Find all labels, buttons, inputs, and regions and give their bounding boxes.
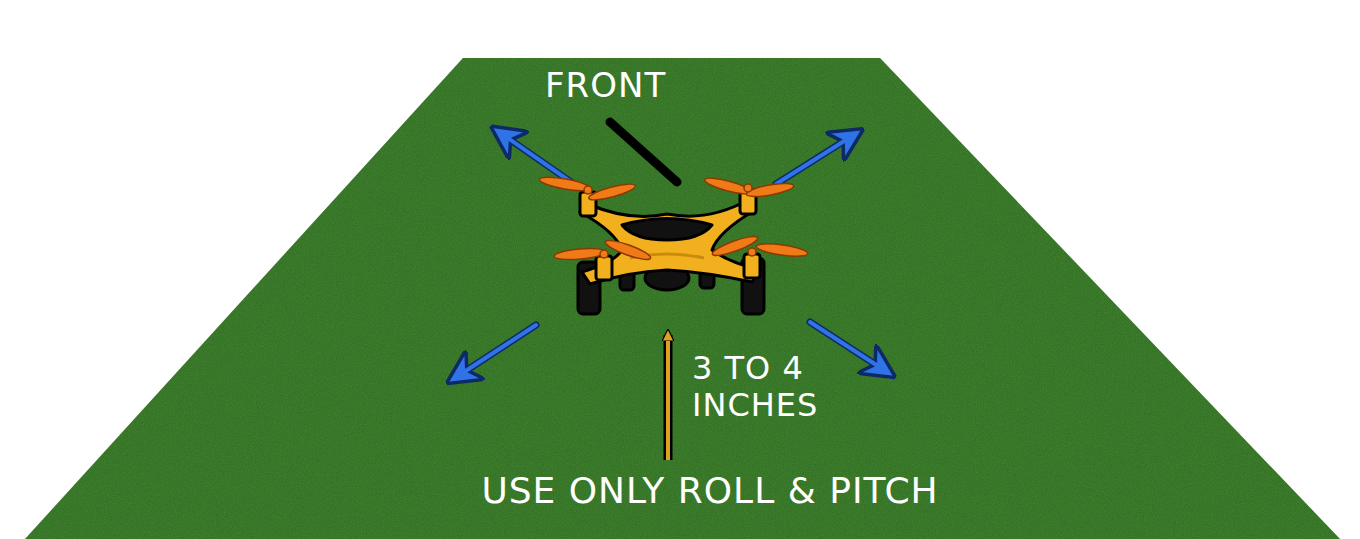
dimension-label: 3 TO 4 INCHES (692, 350, 872, 424)
front-marker (610, 122, 677, 182)
grass-field (25, 58, 1340, 539)
height-arrow (664, 335, 673, 460)
grass-texture (25, 58, 1340, 539)
drone (578, 190, 764, 314)
front-label: FRONT (545, 66, 745, 105)
propellers (539, 175, 809, 263)
instruction-label: USE ONLY ROLL & PITCH (380, 470, 1040, 511)
